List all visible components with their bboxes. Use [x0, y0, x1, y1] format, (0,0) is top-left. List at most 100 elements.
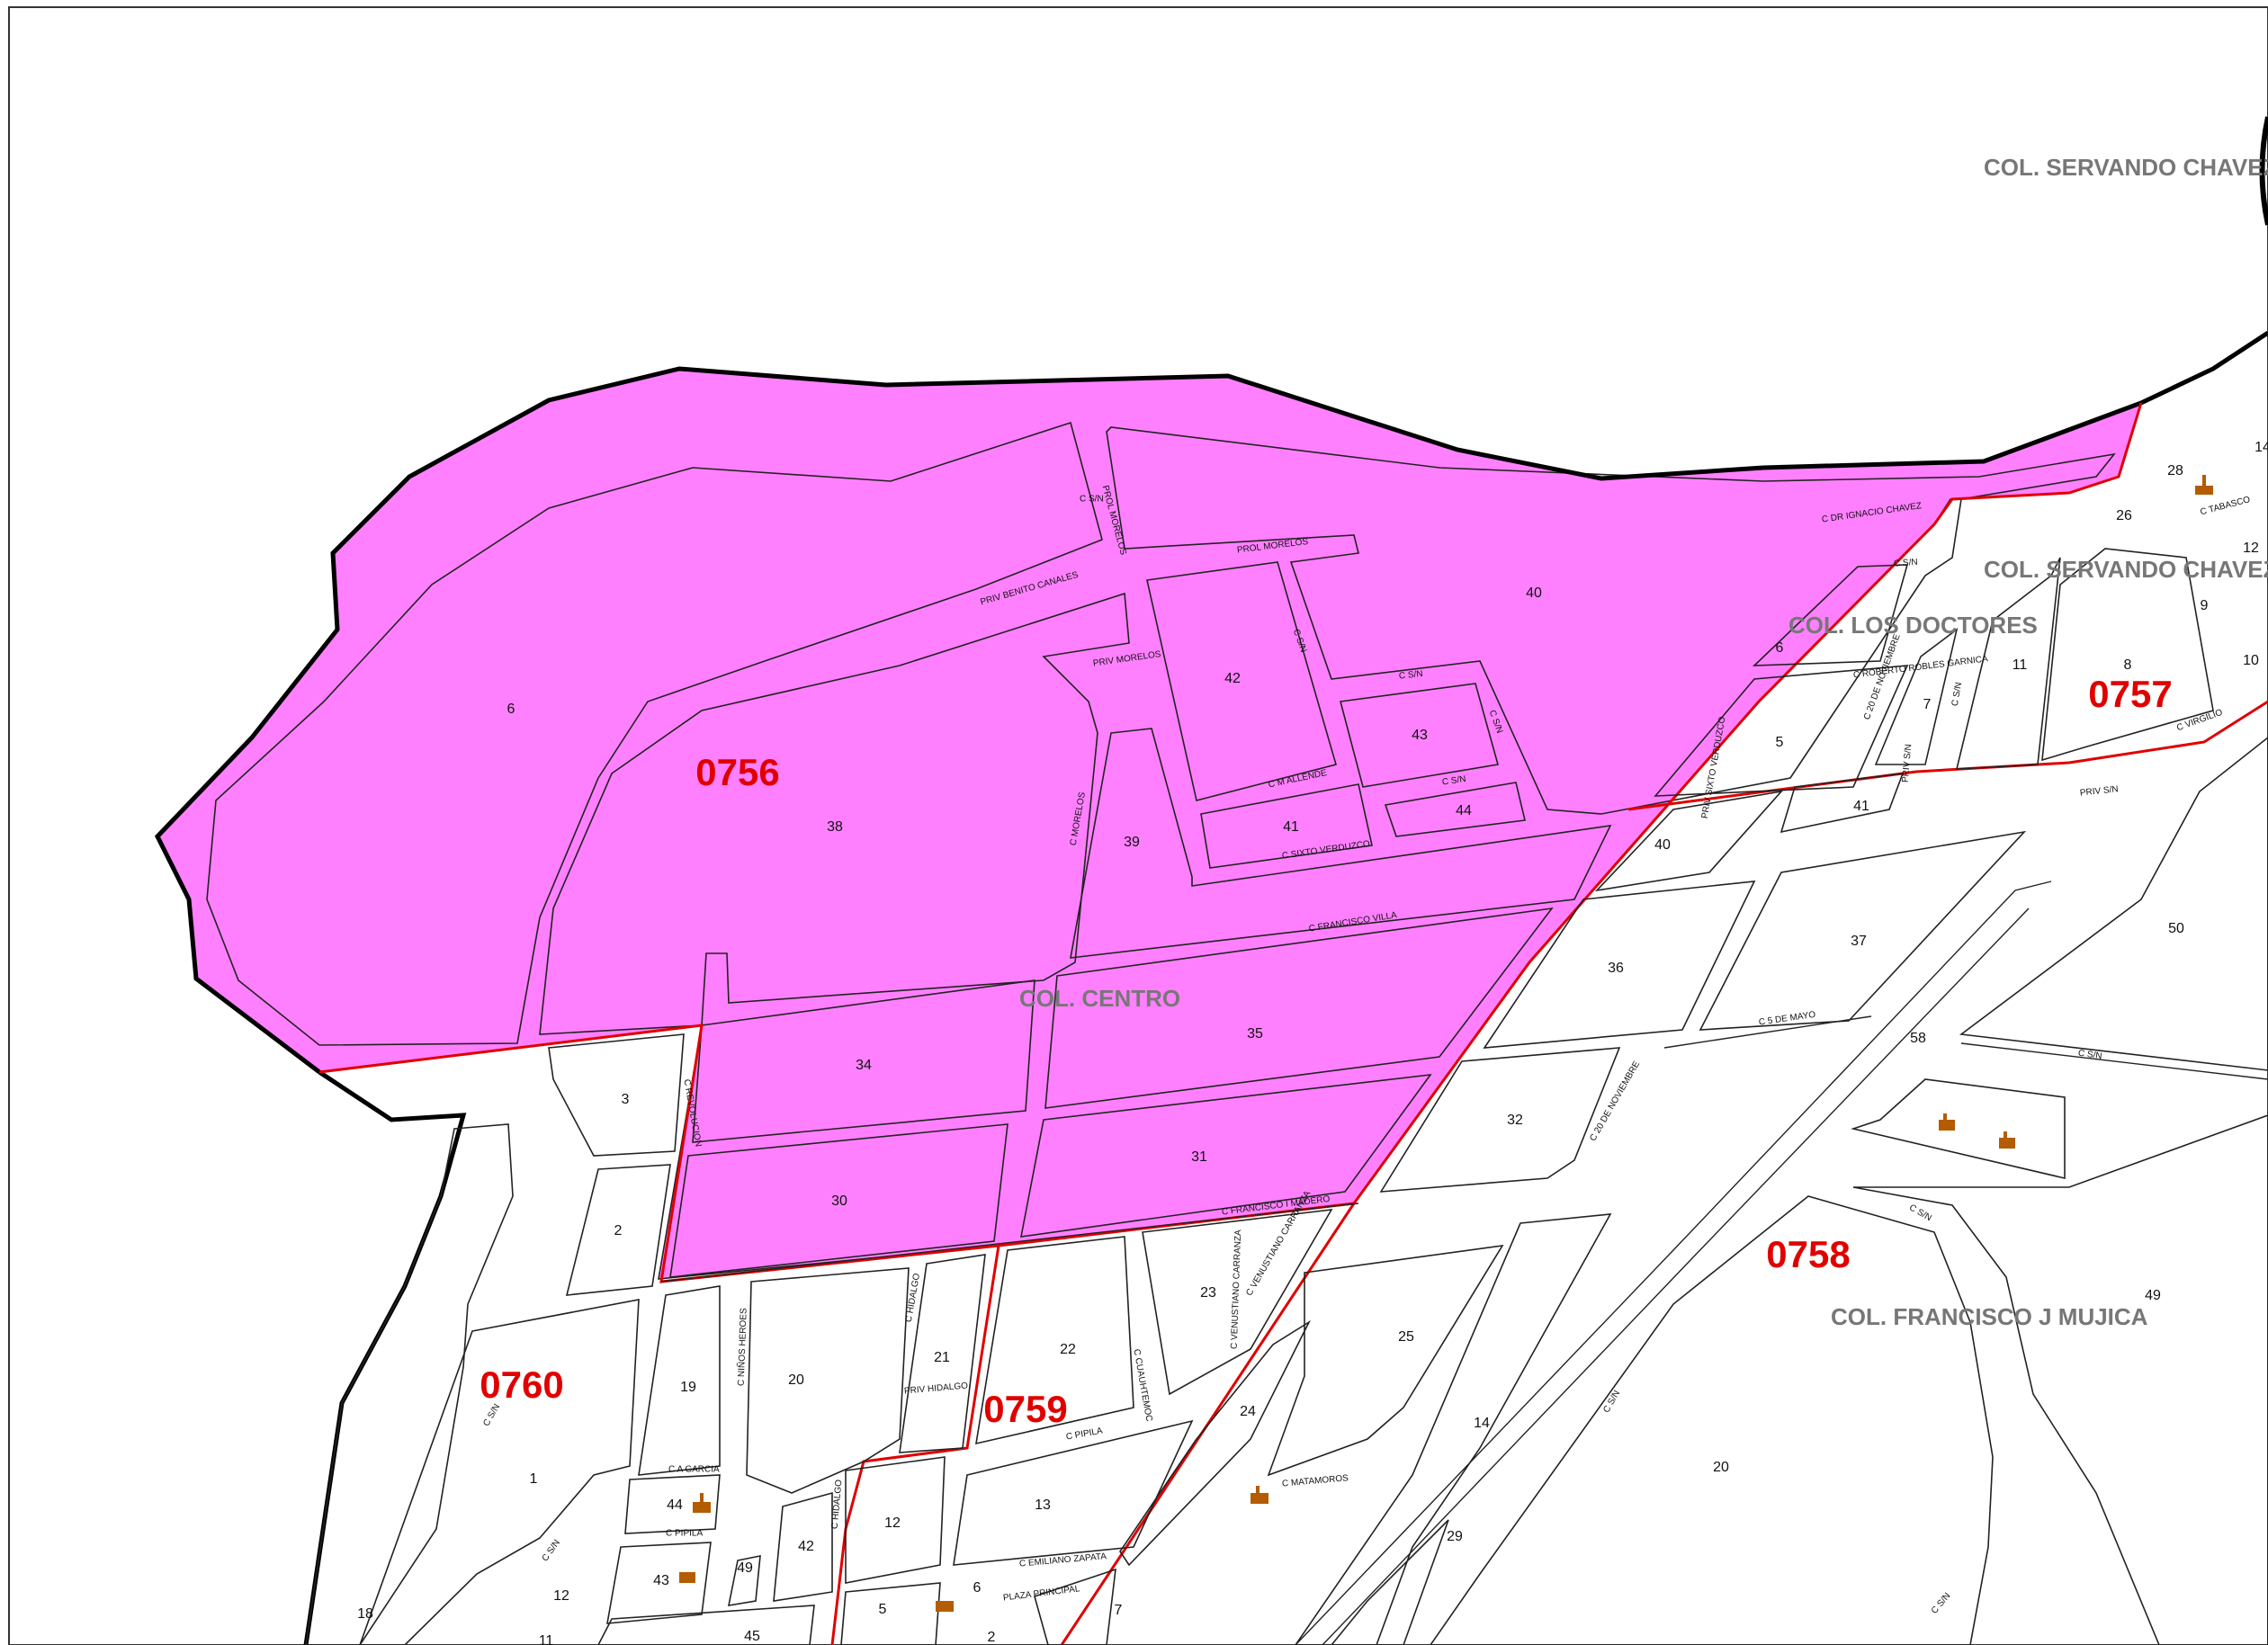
- block-number-label: 28: [2167, 463, 2183, 478]
- block-7[interactable]: [1874, 628, 1959, 765]
- block-11[interactable]: [1955, 557, 2061, 770]
- block-14[interactable]: [1295, 1213, 1612, 1645]
- block-number-label: 22: [1060, 1342, 1076, 1357]
- street-label: C VENUSTIANO CARRANZA: [1230, 1229, 1244, 1349]
- block-43[interactable]: [606, 1542, 712, 1624]
- block-23[interactable]: [1142, 1209, 1333, 1396]
- block-number-label: 34: [856, 1058, 872, 1073]
- block-1[interactable]: [359, 1299, 640, 1645]
- block-6[interactable]: [1752, 564, 1909, 666]
- street-label: C S/N: [2077, 1049, 2102, 1062]
- street-label: C NIÑOS HEROES: [735, 1308, 749, 1386]
- landmark-icon-5: [1251, 1486, 1268, 1504]
- block-19[interactable]: [638, 1285, 721, 1476]
- block-5-south[interactable]: [840, 1582, 941, 1645]
- block-number-label: 6: [973, 1580, 982, 1596]
- block-45[interactable]: [597, 1605, 815, 1645]
- block-number-label: 7: [1923, 697, 1932, 712]
- block-number-label: 20: [788, 1372, 804, 1388]
- block-number-label: 7: [1115, 1603, 1123, 1618]
- pink-block-38[interactable]: [539, 592, 1130, 1035]
- street-label: C MATAMOROS: [1282, 1473, 1349, 1489]
- pink-block-30[interactable]: [669, 1123, 1008, 1278]
- block-2[interactable]: [565, 1164, 671, 1296]
- block-49[interactable]: [727, 1555, 761, 1606]
- block-58-row[interactable]: [1851, 1078, 2066, 1180]
- block-42[interactable]: [773, 1491, 833, 1602]
- block-12[interactable]: [845, 1456, 946, 1584]
- street-label: C HIDALGO: [830, 1480, 845, 1530]
- colonia-label: COL. FRANCISCO J MUJICA: [1831, 1303, 2148, 1330]
- colonia-labels: COL. SERVANDO CHAVEZ COL. SERVANDO CHAVE…: [1019, 154, 2268, 1330]
- block-22[interactable]: [975, 1236, 1134, 1445]
- pink-block-41[interactable]: [1200, 783, 1373, 869]
- street-label: C S/N: [1950, 682, 1964, 707]
- block-number-label: 12: [2243, 541, 2259, 556]
- block-24[interactable]: [1119, 1319, 1311, 1567]
- block-29[interactable]: [1330, 1519, 1449, 1645]
- outer-boundary-north: [154, 330, 2268, 1074]
- block-44[interactable]: [624, 1474, 721, 1534]
- block-number-label: 13: [1035, 1497, 1051, 1513]
- block-number-label: 30: [831, 1194, 847, 1209]
- pink-block-44[interactable]: [1384, 782, 1526, 837]
- landmark-icon-7: [2195, 475, 2213, 495]
- block-number-label: 11: [539, 1633, 554, 1645]
- pink-block-39[interactable]: [1070, 728, 1612, 959]
- street-label: C S/N: [1601, 1389, 1622, 1415]
- block-13[interactable]: [953, 1419, 1194, 1566]
- block-25[interactable]: [1267, 1244, 1504, 1477]
- block-number-label: 40: [1654, 837, 1671, 853]
- street-label: C S/N: [541, 1538, 562, 1563]
- ageb-label: 0759: [983, 1388, 1067, 1430]
- block-number-label: 1: [530, 1471, 538, 1487]
- landmark-icon-4: [679, 1572, 695, 1583]
- block-number-label: 26: [2116, 508, 2132, 523]
- pink-block-35[interactable]: [1044, 907, 1554, 1109]
- block-20-east[interactable]: [1430, 1195, 1994, 1645]
- pink-block-42[interactable]: [1146, 561, 1337, 801]
- block-37[interactable]: [1699, 830, 2027, 1031]
- block-7-south[interactable]: [1034, 1568, 1116, 1645]
- street-label: C S/N: [1907, 1202, 1933, 1223]
- block-number-label: 18: [357, 1606, 373, 1622]
- block-number-label: 14: [1474, 1416, 1490, 1431]
- street-label: C 20 DE NOVIEMBRE: [1588, 1059, 1642, 1143]
- block-number-label: 21: [934, 1350, 950, 1365]
- block-21[interactable]: [899, 1254, 986, 1453]
- block-3[interactable]: [548, 1033, 685, 1157]
- block-number-label: 43: [653, 1573, 669, 1588]
- block-number-label: 14: [2255, 440, 2268, 455]
- block-1-0760[interactable]: [305, 1123, 514, 1645]
- street-label: PRIV S/N: [2079, 784, 2119, 798]
- block-32[interactable]: [1379, 1047, 1621, 1193]
- block-number-label: 12: [553, 1588, 569, 1604]
- block-number-label: 50: [2168, 921, 2184, 936]
- block-49-east[interactable]: [1852, 1114, 2268, 1645]
- pink-block-6[interactable]: [206, 421, 1103, 1046]
- block-number-label: 23: [1200, 1285, 1216, 1301]
- block-40[interactable]: [1594, 790, 1784, 892]
- block-number-label: 8: [2124, 657, 2132, 673]
- block-50[interactable]: [1959, 736, 2268, 1071]
- block-number-label: 24: [1240, 1404, 1256, 1419]
- street-label: C S/N: [1930, 1591, 1953, 1616]
- street-label: C CUAUHTEMOC: [1131, 1348, 1153, 1422]
- block-41[interactable]: [1779, 773, 1905, 834]
- outer-boundary-west: [303, 1069, 467, 1645]
- block-20[interactable]: [746, 1267, 910, 1494]
- pink-block-31[interactable]: [1020, 1073, 1432, 1238]
- block-8[interactable]: [2041, 548, 2214, 762]
- block-5[interactable]: [1654, 665, 1909, 797]
- street-c-francisco-i-madero: [660, 1202, 1359, 1283]
- pink-block-43[interactable]: [1339, 683, 1500, 788]
- pink-block-34[interactable]: [692, 979, 1035, 1143]
- block-number-label: 25: [1398, 1329, 1414, 1345]
- landmark-icon-6: [936, 1601, 954, 1612]
- block-36[interactable]: [1483, 881, 1756, 1049]
- street-c-sin-diagonal: [1295, 881, 2052, 1645]
- pink-block-40[interactable]: [1106, 426, 2116, 815]
